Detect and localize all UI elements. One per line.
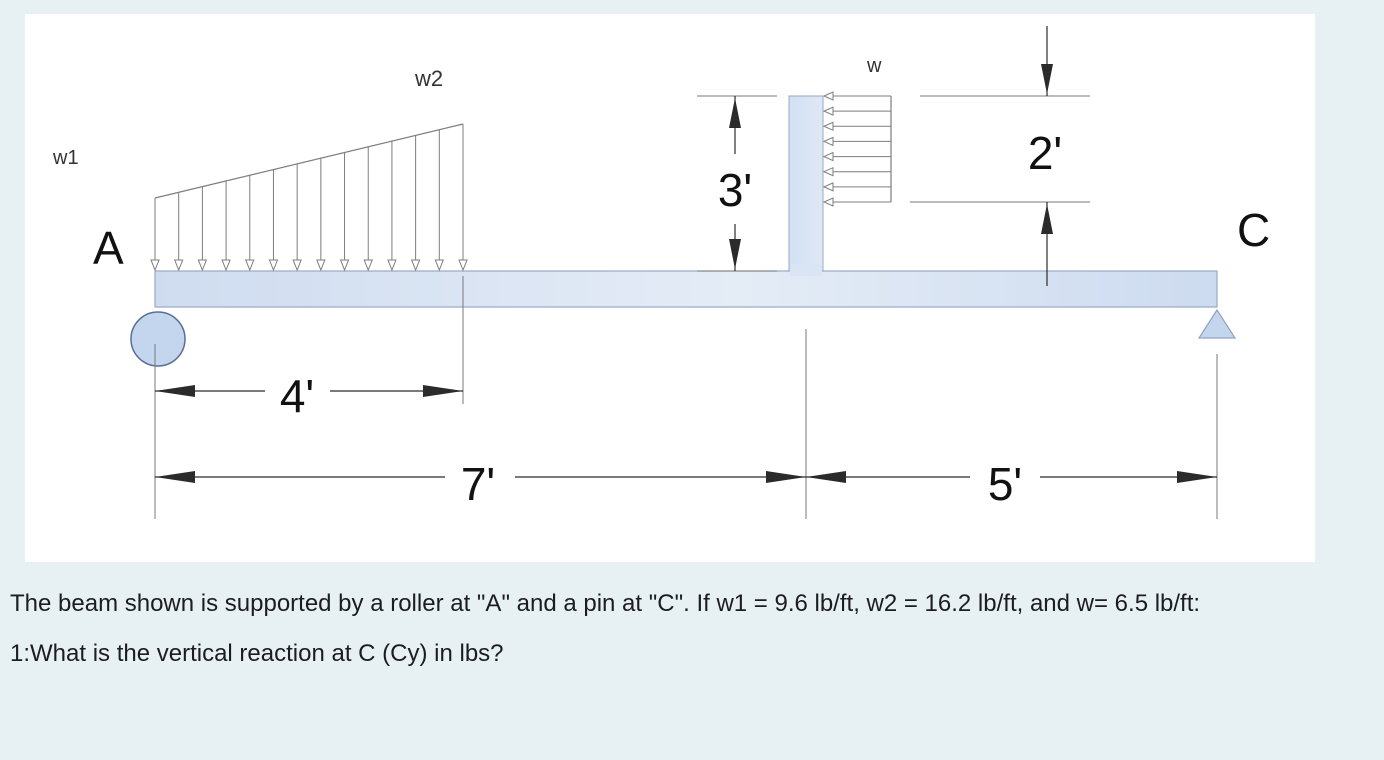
load-arrow-head [363,259,373,272]
dim-5ft-arrow-left [806,471,846,483]
post-load-arrow-head [822,197,834,207]
dim-2ft-arrow-bottom [1041,204,1053,234]
post-load-arrow-head [822,136,834,147]
post-load-arrow-head [822,151,834,162]
beam-diagram-panel: w1 w2 w A C 4' 7' 5' 3' 2' [25,14,1315,562]
dim-3ft-arrow-top [729,98,741,128]
load-arrow-head [173,259,184,272]
label-w2: w2 [414,66,443,91]
dim-7ft-arrow-left [155,471,195,483]
load-arrow-head [410,259,421,272]
load-arrow-head [316,259,326,272]
distributed-load-w [822,91,892,207]
load-arrow-head [387,259,397,272]
dim-label-5ft: 5' [988,458,1022,510]
pin-support-c [1197,308,1237,339]
roller-support-a [130,311,186,367]
problem-statement: The beam shown is supported by a roller … [10,590,1201,617]
load-envelope [154,123,464,199]
label-point-c: C [1237,204,1270,256]
label-w1: w1 [52,147,79,169]
load-arrow-head [292,259,302,272]
post-load-arrow-head [822,166,834,177]
post-load-arrow-head [822,91,834,101]
dim-4ft-arrow-left [155,385,195,397]
dim-4ft-arrow-right [423,385,463,397]
dim-2ft-arrow-top [1041,64,1053,94]
question-block: The beam shown is supported by a roller … [10,586,1370,672]
dim-label-7ft: 7' [461,458,495,510]
post-beam-joint [790,264,822,276]
load-arrow-head [458,259,468,272]
beam [154,270,1218,308]
label-point-a: A [93,222,124,274]
post-load-arrow-head [822,121,834,132]
dim-label-4ft: 4' [280,370,314,422]
vertical-post [788,95,824,275]
dim-5ft-arrow-right [1177,471,1217,483]
load-arrow-head [150,259,160,272]
load-arrow-head [245,259,255,272]
dim-3ft-arrow-bottom [729,239,741,269]
dim-label-2ft: 2' [1028,127,1062,179]
post-load-arrow-head [822,106,834,116]
label-w: w [866,55,882,77]
load-arrow-head [197,259,208,272]
load-arrow-head [434,259,445,272]
dimension-lines [154,26,1218,519]
post-load-arrow-head [822,182,834,192]
load-arrow-head [221,259,231,272]
load-arrow-head [268,259,279,272]
dim-7ft-arrow-right [766,471,806,483]
question-prompt: 1:What is the vertical reaction at C (Cy… [10,640,504,667]
distributed-load-w1-w2 [150,123,468,272]
dim-label-3ft: 3' [718,164,752,216]
beam-diagram: w1 w2 w A C 4' 7' 5' 3' 2' [52,26,1270,519]
load-arrow-head [339,259,350,272]
